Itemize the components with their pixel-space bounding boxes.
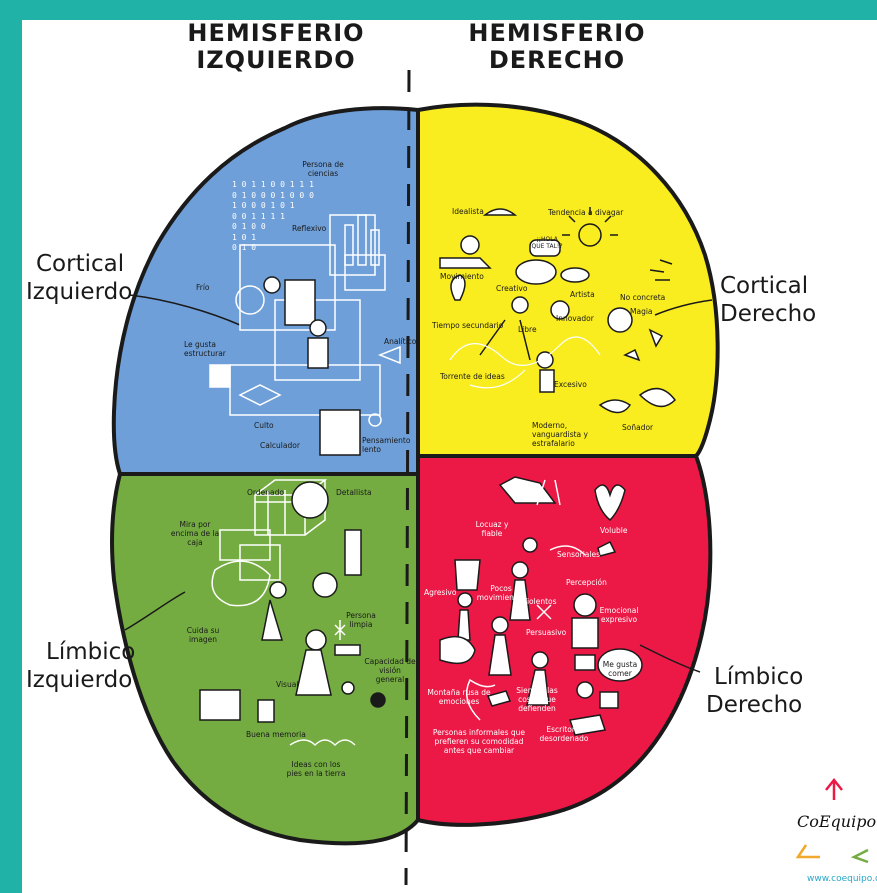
- logo-arrows: [795, 777, 869, 864]
- trait-persuasivo: Persuasivo: [526, 628, 567, 637]
- heading-right-line1: HEMISFERIO: [468, 19, 646, 47]
- limbic-right-leader: [639, 644, 701, 673]
- binary-block: 1 0 1 1 0 0 1 1 1 0 1 0 0 0 1 0 0 0 1 0 …: [232, 180, 314, 254]
- trait-reflexivo: Reflexivo: [292, 224, 327, 233]
- logo-name: CoEquipo: [797, 812, 877, 831]
- trait-pensamiento-lento: Pensamiento lento: [362, 436, 411, 454]
- cortical-left-leader: [129, 294, 241, 326]
- binary-line: 0 1 0: [232, 243, 257, 252]
- label-cortical-left-line1: Cortical: [36, 251, 125, 277]
- label-limbic-left-line1: Límbico: [46, 639, 136, 665]
- cortical-right-sketches: [439, 207, 676, 414]
- label-cortical-right-line2: Derecho: [720, 301, 817, 327]
- cortical-left-figures: [263, 276, 329, 369]
- trait-idealista: Idealista: [452, 207, 484, 216]
- limbic-left-region: [110, 472, 420, 846]
- cortical-right-scribble: [449, 336, 601, 389]
- heading-left-line2: IZQUIERDO: [196, 46, 356, 74]
- trait-pocos-movimientos: Pocos movimientos: [476, 584, 526, 602]
- trait-cuida-imagen: Cuida su imagen: [186, 626, 220, 644]
- trait-detallista: Detallista: [336, 488, 372, 497]
- trait-encima-caja: Mira por encima de la caja: [170, 520, 220, 547]
- trait-montana-rusa: Montaña rusa de emociones: [427, 688, 491, 706]
- label-limbic-right: Límbico Derecho: [706, 663, 803, 719]
- trait-estructurar: Le gusta estructurar: [184, 340, 226, 358]
- trait-ordenado: Ordenado: [247, 488, 284, 497]
- label-cortical-left: Cortical Izquierdo: [26, 250, 132, 306]
- trait-sensoriales: Sensoriales: [557, 550, 600, 559]
- label-limbic-right-line1: Límbico: [714, 664, 804, 690]
- trait-percepcion: Percepción: [566, 578, 607, 587]
- trait-hola: ¡¡HOLA QUE TAL!?: [531, 236, 563, 250]
- trait-pies-tierra: Ideas con los pies en la tierra: [286, 760, 346, 778]
- label-limbic-right-line2: Derecho: [706, 692, 803, 718]
- trait-analitico: Analítico: [384, 337, 417, 346]
- trait-vision-general: Capacidad de visión general: [364, 657, 416, 684]
- trait-buena-memoria: Buena memoria: [246, 730, 306, 739]
- trait-magia: Magia: [630, 307, 653, 316]
- trait-persona-ciencias: Persona de ciencias: [302, 160, 344, 178]
- trait-divagar: Tendencia a divagar: [548, 208, 624, 217]
- trait-torrente-ideas: Torrente de ideas: [440, 372, 505, 381]
- binary-line: 1 0 0 0 1 0 1: [232, 201, 295, 210]
- trait-sonador: Soñador: [622, 423, 654, 432]
- cortical-right-leader: [654, 299, 713, 316]
- heading-left-line1: HEMISFERIO: [187, 19, 365, 47]
- trait-no-concreta: No concreta: [620, 293, 666, 302]
- trait-agresivo: Agresivo: [424, 588, 457, 597]
- label-cortical-left-line2: Izquierdo: [26, 279, 133, 305]
- limbic-right-sketches: [439, 476, 643, 736]
- binary-line: 0 1 0 0: [232, 222, 266, 231]
- label-limbic-left: Límbico Izquierdo: [26, 638, 135, 694]
- trait-persona-limpia: Persona limpia: [346, 611, 376, 629]
- trait-libre: Libre: [518, 325, 537, 334]
- limbic-right-region: [416, 454, 713, 827]
- trait-me-gusta-comer: Me gusta comer: [602, 660, 638, 678]
- trait-locuaz: Locuaz y fiable: [475, 520, 509, 538]
- label-limbic-left-line2: Izquierdo: [26, 667, 133, 693]
- cortical-left-sketches: [209, 214, 401, 456]
- heading-left-hemisphere: HEMISFERIO IZQUIERDO: [176, 20, 376, 74]
- trait-excesivo: Excesivo: [554, 380, 587, 389]
- trait-innovador: Innovador: [556, 314, 594, 323]
- hemisphere-divider: [404, 69, 411, 886]
- heading-right-line2: DERECHO: [488, 46, 626, 74]
- label-cortical-right: Cortical Derecho: [720, 272, 816, 328]
- label-cortical-right-line1: Cortical: [720, 273, 809, 299]
- trait-voluble: Voluble: [600, 526, 628, 535]
- trait-moderno: Moderno, vanguardista y estrafalario: [532, 421, 588, 448]
- trait-personas-informales: Personas informales que prefieren su com…: [432, 728, 526, 755]
- logo-url: www.coequipo.c: [807, 874, 877, 884]
- binary-line: 1 0 1: [232, 232, 257, 242]
- trait-culto: Culto: [254, 421, 274, 430]
- trait-frio: Frío: [196, 283, 210, 292]
- trait-escritorio: Escritorio desordenado: [539, 725, 589, 743]
- trait-creativo: Creativo: [496, 284, 528, 293]
- trait-tiempo-secundario: Tiempo secundario: [432, 321, 504, 330]
- trait-visual: Visual: [276, 680, 299, 689]
- trait-sienten-cosas: Sienten las cosas que defienden: [516, 686, 558, 713]
- binary-line: 1 0 1 1 0 0 1 1 1: [232, 180, 314, 189]
- trait-emocional-expresivo: Emocional expresivo: [599, 606, 639, 624]
- trait-movimiento: Movimiento: [440, 272, 484, 281]
- binary-line: 0 0 1 1 1 1: [232, 211, 285, 221]
- trait-artista: Artista: [570, 290, 595, 299]
- limbic-left-sketches: [199, 479, 386, 747]
- binary-line: 0 1 0 0 0 1 0 0 0: [232, 190, 314, 200]
- trait-calculador: Calculador: [260, 441, 300, 450]
- trait-violentos: Violentos: [522, 597, 557, 606]
- heading-right-hemisphere: HEMISFERIO DERECHO: [457, 20, 657, 74]
- limbic-left-leader: [124, 591, 186, 631]
